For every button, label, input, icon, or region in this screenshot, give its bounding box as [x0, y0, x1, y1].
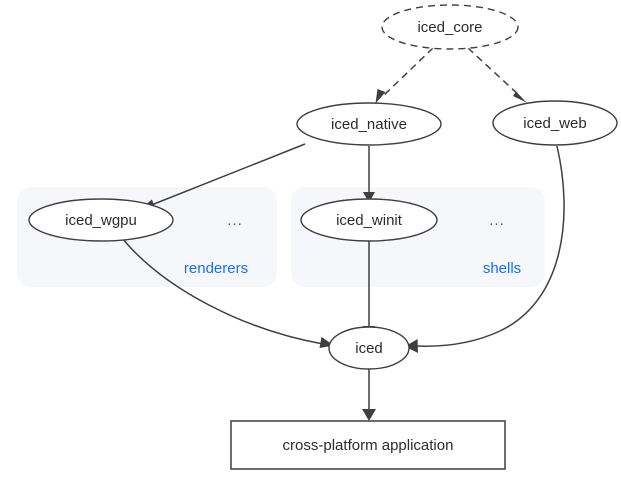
shells-ellipsis: ... [489, 212, 505, 229]
node-cross-platform-application[interactable]: cross-platform application [230, 420, 506, 470]
node-iced-core-label: iced_core [417, 19, 482, 36]
node-iced-native-label: iced_native [331, 116, 407, 133]
group-label-renderers: renderers [184, 260, 248, 277]
node-application-shape [230, 420, 506, 470]
edge-iced-web-to-iced [405, 145, 565, 353]
node-iced[interactable]: iced [328, 326, 410, 370]
arrowhead-icon [375, 89, 386, 104]
node-application-label: cross-platform application [283, 437, 454, 454]
node-iced-native-shape [296, 102, 442, 146]
node-iced-shape [328, 326, 410, 370]
node-iced-winit[interactable]: iced_winit [300, 198, 438, 242]
node-iced-wgpu-label: iced_wgpu [65, 212, 137, 229]
node-iced-web[interactable]: iced_web [492, 100, 618, 146]
node-iced-winit-shape [300, 198, 438, 242]
arrowhead-icon [363, 192, 375, 203]
group-label-shells: shells [483, 260, 521, 277]
arrowhead-icon [362, 409, 376, 421]
node-iced-wgpu[interactable]: iced_wgpu [28, 198, 174, 242]
node-iced-web-label: iced_web [523, 115, 586, 132]
edge-iced-core-to-iced-web [467, 47, 527, 103]
arrowhead-icon [513, 91, 527, 103]
edge-iced-native-to-iced-winit [363, 146, 375, 203]
arrowhead-icon [405, 339, 418, 353]
node-iced-winit-label: iced_winit [336, 212, 403, 229]
node-iced-core[interactable]: iced_core [381, 4, 519, 50]
node-iced-core-shape [381, 4, 519, 50]
renderers-ellipsis: ... [227, 212, 243, 229]
edge-iced-to-application [362, 369, 376, 421]
node-iced-native[interactable]: iced_native [296, 102, 442, 146]
node-iced-web-shape [492, 100, 618, 146]
edge-iced-core-to-iced-native [375, 47, 434, 104]
node-iced-wgpu-shape [28, 198, 174, 242]
node-iced-label: iced [355, 340, 383, 357]
